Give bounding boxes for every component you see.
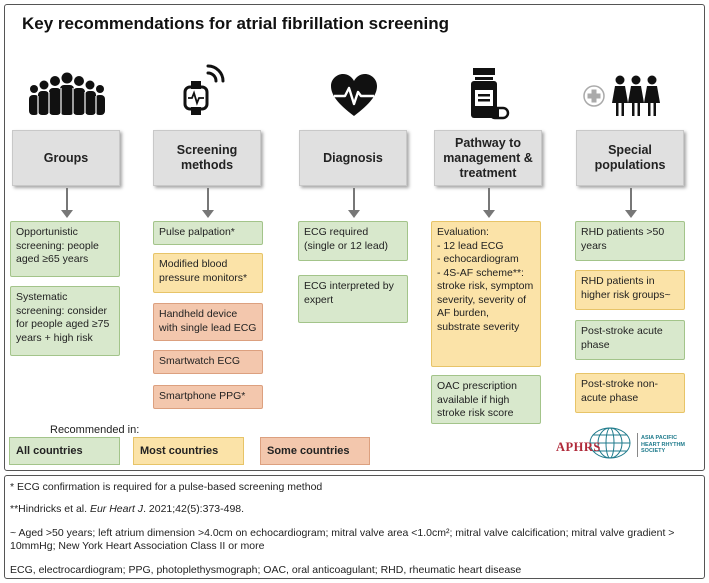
box-smartwatch-ecg: Smartwatch ECG bbox=[153, 350, 263, 374]
box-ecg-interpreted: ECG interpreted by expert bbox=[298, 275, 408, 323]
box-rhd-over-50: RHD patients >50 years bbox=[575, 221, 685, 261]
box-post-stroke-acute: Post-stroke acute phase bbox=[575, 320, 685, 360]
box-post-stroke-non-acute: Post-stroke non-acute phase bbox=[575, 373, 685, 413]
box-smartphone-ppg: Smartphone PPG* bbox=[153, 385, 263, 409]
page-title: Key recommendations for atrial fibrillat… bbox=[22, 14, 449, 33]
reference-journal: Eur Heart J bbox=[89, 503, 144, 515]
women-group-icon bbox=[612, 75, 660, 116]
header-special-populations: Special populations bbox=[576, 130, 684, 186]
box-opportunistic-screening: Opportunistic screening: people aged ≥65… bbox=[10, 221, 120, 277]
footnote-ecg-confirmation: * ECG confirmation is required for a pul… bbox=[10, 481, 323, 493]
box-evaluation: Evaluation: - 12 lead ECG - echocardiogr… bbox=[431, 221, 541, 367]
footnote-risk-groups: ~ Aged >50 years; left atrium dimension … bbox=[10, 527, 675, 552]
arrow-methods bbox=[202, 188, 214, 218]
pill-bottle-icon bbox=[471, 68, 510, 120]
legend-title: Recommended in: bbox=[50, 424, 140, 436]
footnotes-panel bbox=[4, 475, 705, 579]
globe-logo-icon bbox=[589, 427, 631, 459]
box-systematic-screening: Systematic screening: consider for peopl… bbox=[10, 286, 120, 356]
box-handheld-device: Handheld device with single lead ECG bbox=[153, 303, 263, 341]
arrow-groups bbox=[61, 188, 73, 218]
box-pulse-palpation: Pulse palpation* bbox=[153, 221, 263, 245]
header-diagnosis: Diagnosis bbox=[299, 130, 407, 186]
medical-cross-icon bbox=[583, 85, 605, 107]
aphrs-logo-text: APHRS bbox=[556, 440, 601, 454]
legend-most-countries: Most countries bbox=[133, 437, 244, 465]
box-blood-pressure-monitors: Modified blood pressure monitors* bbox=[153, 253, 263, 293]
logo-divider bbox=[637, 433, 638, 457]
arrow-pathway bbox=[483, 188, 495, 218]
crowd-icon bbox=[29, 72, 105, 115]
box-ecg-required: ECG required (single or 12 lead) bbox=[298, 221, 408, 261]
header-pathway: Pathway to management & treatment bbox=[434, 130, 542, 186]
legend-some-countries: Some countries bbox=[260, 437, 370, 465]
smartwatch-icon bbox=[183, 64, 225, 115]
reference-details: . 2021;42(5):373-498. bbox=[143, 503, 245, 515]
header-screening-methods: Screening methods bbox=[153, 130, 261, 186]
arrow-diagnosis bbox=[348, 188, 360, 218]
footnote-reference: **Hindricks et al. Eur Heart J. 2021;42(… bbox=[10, 503, 700, 516]
box-oac-prescription: OAC prescription available if high strok… bbox=[431, 375, 541, 424]
heart-ecg-icon bbox=[331, 74, 377, 116]
arrow-special bbox=[625, 188, 637, 218]
legend-all-countries: All countries bbox=[9, 437, 120, 465]
aphrs-society-name: ASIA PACIFIC HEART RHYTHM SOCIETY bbox=[641, 435, 685, 454]
footnote-abbreviations: ECG, electrocardiogram; PPG, photoplethy… bbox=[10, 564, 522, 576]
box-rhd-higher-risk: RHD patients in higher risk groups~ bbox=[575, 270, 685, 310]
header-groups: Groups bbox=[12, 130, 120, 186]
reference-authors: **Hindricks et al. bbox=[10, 503, 90, 515]
